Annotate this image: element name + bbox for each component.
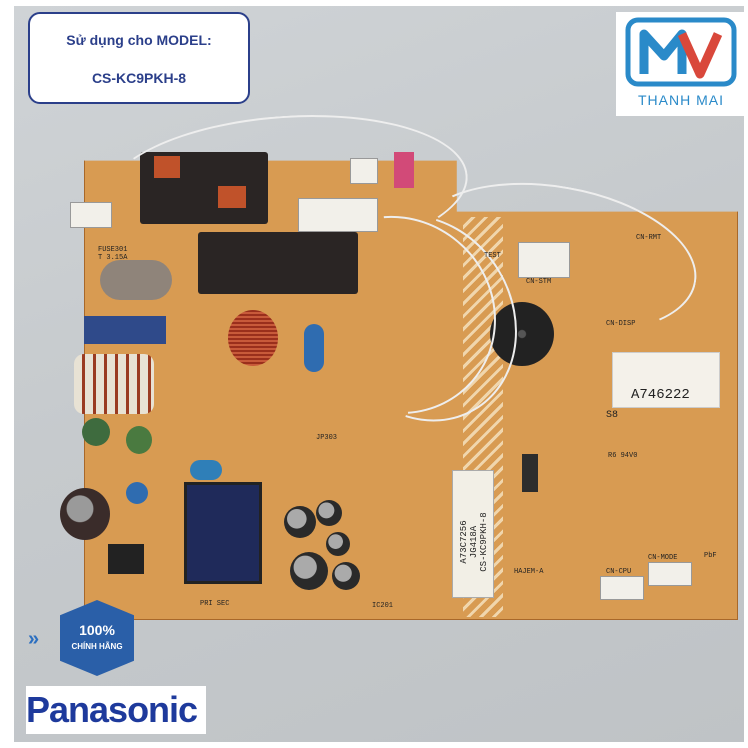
silk-test: TEST	[484, 252, 501, 260]
shop-logo: THANH MAI	[616, 12, 746, 116]
model-caption: Sử dụng cho MODEL:	[66, 32, 212, 48]
electrolytic-capacitor	[326, 532, 350, 556]
authentic-badge-group: » 100% CHÍNH HÃNG	[28, 600, 148, 680]
connector-white	[70, 202, 112, 228]
ic-chip	[108, 544, 144, 574]
model-info-box: Sử dụng cho MODEL: CS-KC9PKH-8	[28, 12, 250, 104]
connector-white	[298, 198, 378, 232]
connector-white	[350, 158, 378, 184]
authentic-badge: 100% CHÍNH HÃNG	[60, 600, 134, 676]
double-chevron-right-icon: »	[28, 628, 40, 650]
relay-terminal	[154, 156, 180, 178]
thanh-mai-logo-mark	[625, 17, 737, 87]
common-mode-choke	[74, 354, 154, 414]
badge-percent: 100%	[79, 622, 115, 638]
serial-number: A746222	[631, 387, 690, 403]
part-line-2: JG418A	[469, 525, 479, 559]
small-capacitor	[522, 454, 538, 492]
connector-pink	[394, 152, 414, 188]
silk-hajem: HAJEM-A	[514, 568, 544, 576]
silk-cn-disp: CN-DISP	[606, 320, 636, 328]
transformer	[184, 482, 262, 584]
silk-cn-rmt: CN-RMT	[636, 234, 662, 242]
blue-capacitor	[126, 482, 148, 504]
silk-fuse-rating: T 3.15A	[98, 254, 128, 262]
silk-cn-cpu: CN-CPU	[606, 568, 632, 576]
electrolytic-capacitor	[60, 488, 110, 540]
silk-pbf: PbF	[704, 552, 717, 560]
electrolytic-capacitor	[332, 562, 360, 590]
relay-terminal	[218, 186, 246, 208]
silk-rating: R6 94V0	[608, 452, 638, 460]
part-number-label: A73C7256 JG418A CS-KC9PKH-8	[452, 470, 494, 598]
panasonic-brand-logo: Panasonic	[26, 686, 206, 734]
serial-sticker: A746222	[612, 352, 720, 408]
blue-capacitor	[304, 324, 324, 372]
relay-secondary	[198, 232, 358, 294]
part-line-1: A73C7256	[459, 520, 469, 564]
film-capacitor	[100, 260, 172, 300]
connector-white	[600, 576, 644, 600]
silk-cn-stm: CN-STM	[526, 278, 552, 286]
badge-text: CHÍNH HÃNG	[71, 642, 123, 651]
silk-cn-mode: CN-MODE	[648, 554, 678, 562]
part-line-3: CS-KC9PKH-8	[479, 512, 489, 572]
connector-white	[518, 242, 570, 278]
silk-jp303: JP303	[316, 434, 338, 442]
part-number-text: A73C7256 JG418A CS-KC9PKH-8	[459, 487, 489, 597]
electrolytic-capacitor	[316, 500, 342, 526]
silk-pri-sec: PRI SEC	[200, 600, 230, 608]
green-capacitor	[82, 418, 110, 446]
silk-s8: S8	[606, 410, 619, 421]
toroid-coil	[228, 310, 278, 366]
connector-white	[648, 562, 692, 586]
blue-capacitor	[190, 460, 222, 480]
shop-name: THANH MAI	[638, 92, 724, 108]
silk-ic201: IC201	[372, 602, 394, 610]
buzzer	[490, 302, 554, 366]
x-capacitor	[84, 316, 166, 344]
electrolytic-capacitor	[284, 506, 316, 538]
green-capacitor	[126, 426, 152, 454]
model-number: CS-KC9PKH-8	[91, 70, 187, 86]
electrolytic-capacitor	[290, 552, 328, 590]
silk-fuse: FUSE301	[98, 246, 128, 254]
